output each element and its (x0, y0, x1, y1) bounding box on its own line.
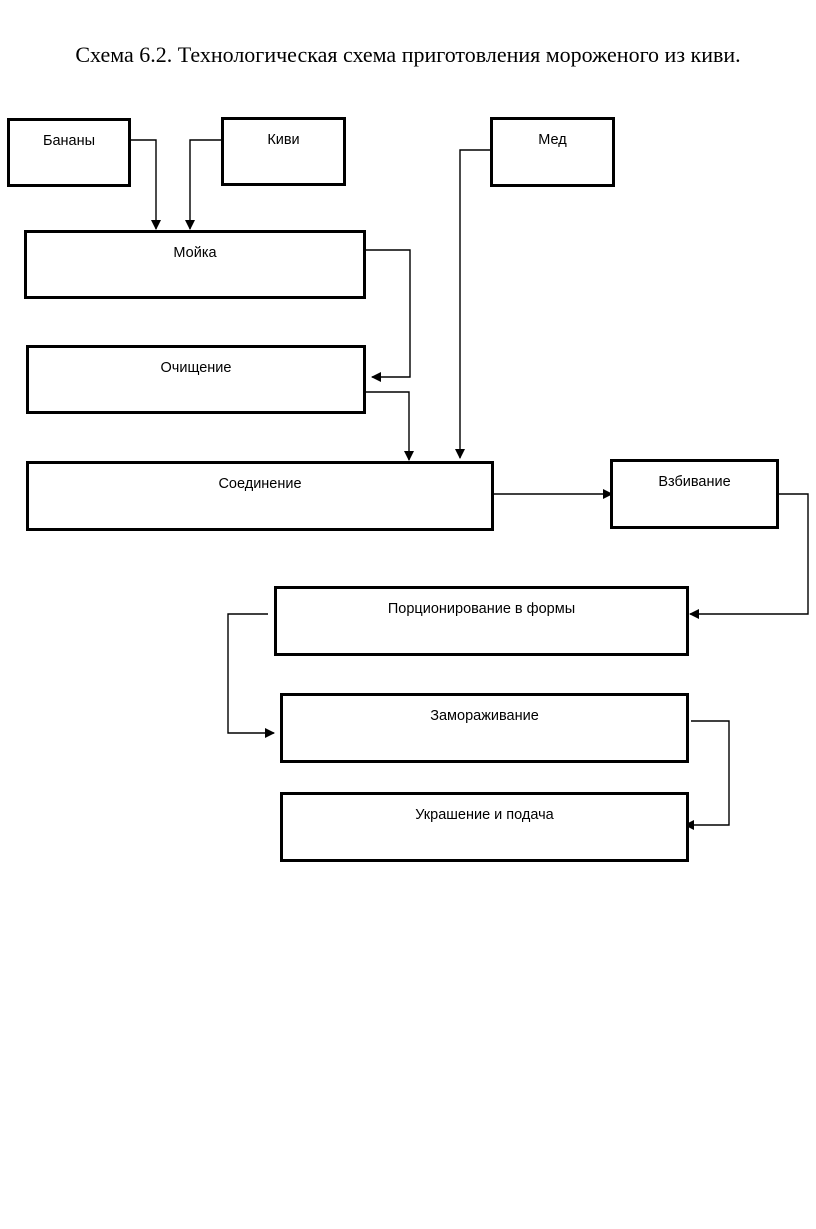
diagram-title: Схема 6.2. Технологическая схема пригото… (75, 42, 741, 67)
box-freezing: Замораживание (280, 693, 689, 763)
arrow-whipping-to-portioning (689, 493, 809, 619)
arrow-washing-to-peeling (366, 249, 411, 382)
box-decoration: Украшение и подача (280, 792, 689, 862)
box-portioning: Порционирование в формы (274, 586, 689, 656)
box-honey: Мед (490, 117, 615, 187)
arrow-kiwi-to-washing (185, 139, 222, 230)
arrow-honey-to-combining (455, 149, 490, 459)
arrow-freezing-to-decoration (684, 720, 730, 830)
box-combining: Соединение (26, 461, 494, 531)
box-whipping: Взбивание (610, 459, 779, 529)
box-peeling: Очищение (26, 345, 366, 414)
box-bananas: Бананы (7, 118, 131, 187)
box-kiwi: Киви (221, 117, 346, 186)
arrow-portioning-to-freezing (227, 613, 275, 738)
arrow-bananas-to-washing (130, 139, 161, 230)
box-washing: Мойка (24, 230, 366, 299)
arrow-peeling-to-combining (366, 391, 414, 461)
